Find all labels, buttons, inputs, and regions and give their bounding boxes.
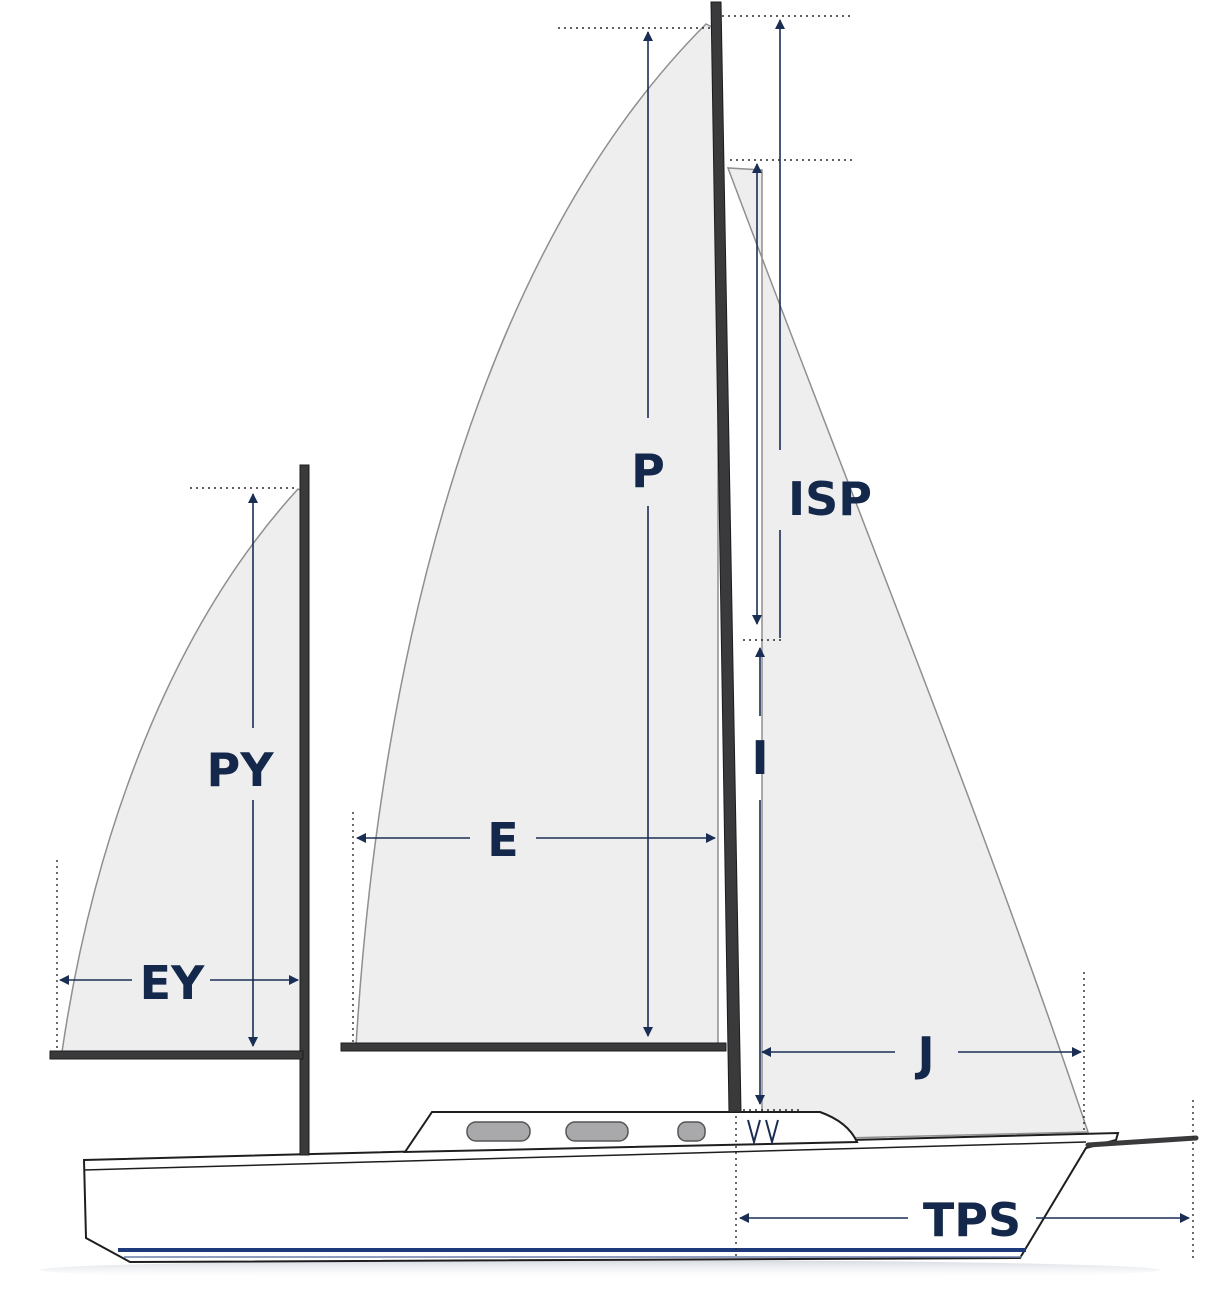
main-boom [340,1042,727,1052]
mainsail [355,23,719,1047]
porthole-2 [565,1121,629,1142]
bowsprit [1085,1135,1199,1148]
porthole-1 [466,1121,531,1142]
deck-marker-1 [747,1119,761,1146]
hull [82,1131,1120,1264]
deck-marker-2 [765,1119,779,1146]
label-j: J [914,1027,934,1081]
porthole-3 [677,1121,706,1142]
mizzen-mast [299,464,310,1156]
label-isp: ISP [788,472,872,526]
mizzen-sail [61,488,305,1053]
label-ey: EY [140,956,205,1010]
label-p: P [631,444,665,498]
label-py: PY [206,743,274,797]
mizzen-boom [49,1050,304,1060]
main-mast [710,1,742,1113]
label-e: E [487,813,518,867]
hull-shadow [40,1260,1160,1280]
label-tps: TPS [923,1193,1021,1247]
deck-line [83,1141,1087,1171]
label-i: I [751,731,768,785]
headsail [726,167,1090,1141]
